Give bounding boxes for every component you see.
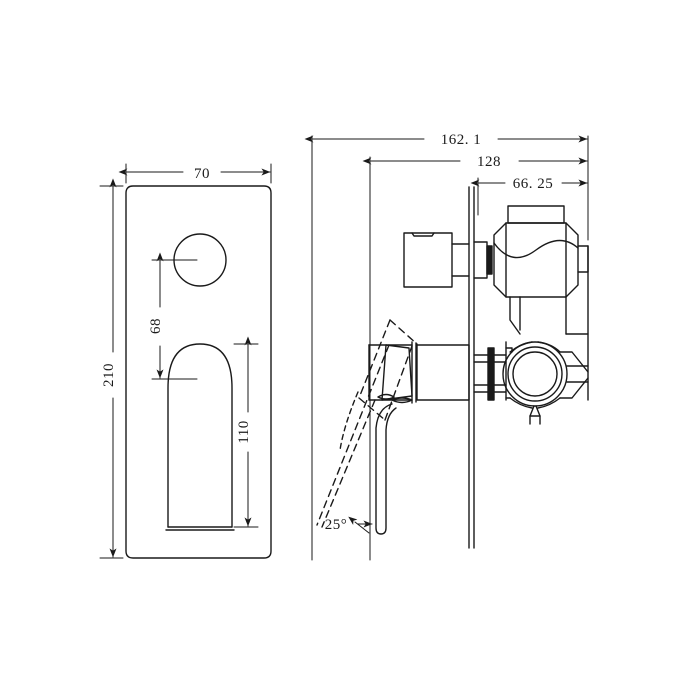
- knob-shoulder-curve-bottom-right: [537, 397, 561, 409]
- dim-label-70: 70: [194, 166, 210, 182]
- front-view-dimensions: [99, 163, 272, 559]
- side-view-dimensions: [304, 135, 589, 561]
- side-view-group: [316, 186, 589, 549]
- dim-label-162-1: 162. 1: [441, 132, 482, 148]
- knob-shoulder-curve-top-right: [537, 341, 561, 353]
- inlet-block-notch: [411, 232, 435, 237]
- diverter-knob-outer: [502, 341, 568, 407]
- upper-collar: [473, 241, 488, 279]
- lever-collar-ellipse: [391, 397, 413, 404]
- diverter-knob-inner: [512, 351, 558, 397]
- inlet-block-outline: [403, 232, 453, 288]
- upper-collar-ring: [486, 245, 493, 275]
- knob-shoulder-right-lower: [559, 377, 589, 399]
- dim-label-110: 110: [236, 420, 252, 443]
- annotation-label-25-deg: 25°: [325, 517, 348, 533]
- upper-valve-cap: [507, 205, 565, 224]
- dim-label-210: 210: [101, 363, 117, 387]
- handle-barrel: [416, 344, 470, 401]
- lever-ghost-outline: [358, 319, 418, 421]
- dim-label-128: 128: [477, 154, 501, 170]
- lever-body-solid: [381, 344, 413, 401]
- lever-thumb-detail: [377, 393, 395, 400]
- diverter-knob-mid: [507, 346, 563, 402]
- knob-shoulder-curve-bottom: [509, 397, 533, 409]
- upper-valve-nose: [577, 245, 589, 273]
- front-view-group: [125, 185, 272, 559]
- dim-label-66-25: 66. 25: [513, 176, 554, 192]
- knob-shoulder-curve-top: [509, 341, 533, 353]
- angle-arc: [339, 391, 359, 451]
- angle-reference-rays: [316, 344, 390, 528]
- knob-bottom-tab: [529, 405, 541, 417]
- handle-recess-arch: [167, 343, 233, 528]
- diverter-seal-ring: [487, 347, 495, 401]
- dim-label-68: 68: [148, 318, 164, 334]
- lever-arm: [375, 403, 397, 535]
- angle-leader-line: [348, 516, 370, 534]
- backplate-outline: [125, 185, 272, 559]
- body-skirt-left: [509, 296, 521, 335]
- upper-valve-waist-curve: [493, 239, 579, 259]
